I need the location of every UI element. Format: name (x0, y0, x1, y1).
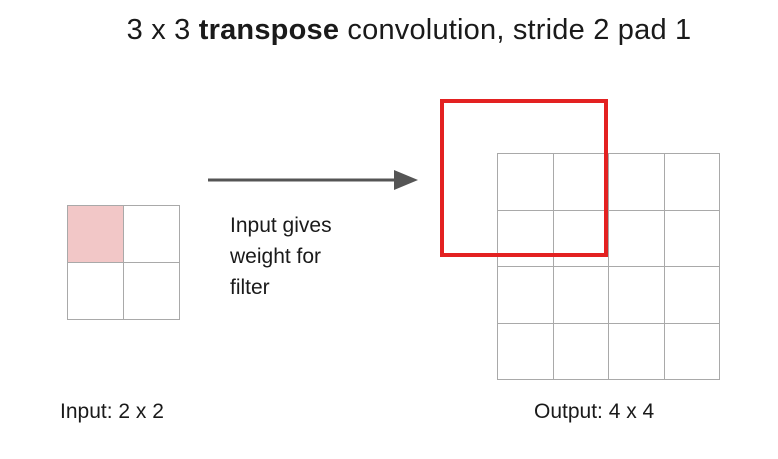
grid-cell (608, 209, 665, 267)
grid-cell (123, 205, 180, 263)
title-suffix: convolution, stride 2 pad 1 (339, 14, 692, 46)
desc-line-2: weight for (230, 245, 322, 268)
grid-cell (608, 153, 665, 211)
grid-cell (123, 262, 180, 320)
grid-cell (552, 266, 609, 324)
input-label: Input: 2 x 2 (60, 400, 164, 423)
output-label: Output: 4 x 4 (534, 400, 655, 423)
grid-cell (663, 266, 720, 324)
grid-cell (67, 205, 124, 263)
title-prefix: 3 x 3 (126, 14, 199, 46)
grid-cell (552, 153, 609, 211)
grid-cell (663, 209, 720, 267)
grid-cell (663, 153, 720, 211)
diagram-title: 3 x 3 transpose convolution, stride 2 pa… (0, 14, 778, 47)
arrow-description: Input gives weight for filter (230, 210, 332, 303)
arrow (208, 170, 418, 190)
grid-cell (608, 322, 665, 380)
grid-cell (608, 266, 665, 324)
title-bold: transpose (198, 14, 340, 46)
grid-cell (552, 322, 609, 380)
grid-cell (67, 262, 124, 320)
desc-line-3: filter (230, 276, 270, 299)
filter-box (440, 99, 608, 257)
grid-cell (497, 322, 554, 380)
input-grid (67, 205, 180, 320)
grid-cell (663, 322, 720, 380)
desc-line-1: Input gives (230, 214, 332, 237)
output-grid (497, 153, 720, 380)
grid-cell (497, 266, 554, 324)
